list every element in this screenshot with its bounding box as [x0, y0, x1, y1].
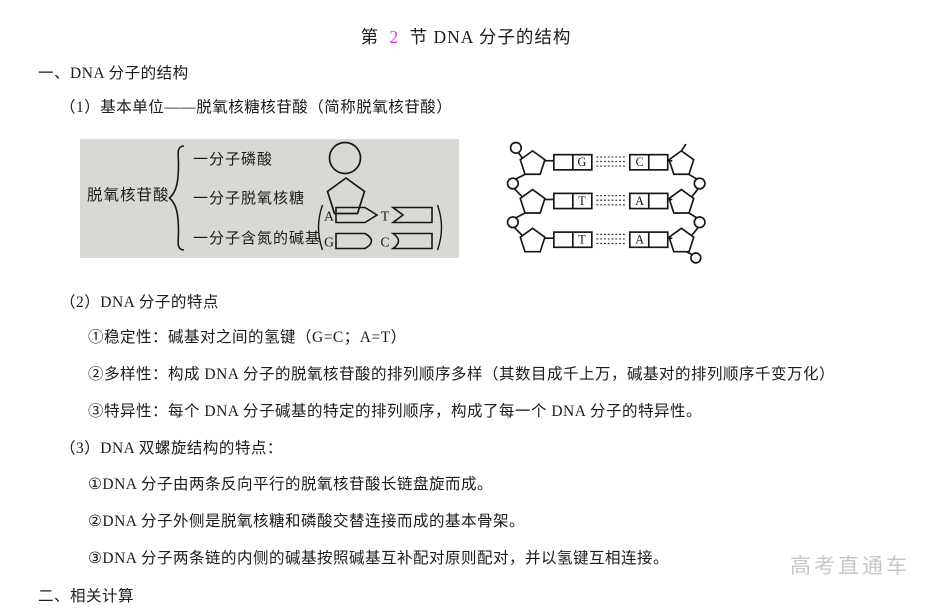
sugar-icon — [668, 188, 695, 214]
sugar-icon — [668, 227, 695, 253]
item3-point-3: ③DNA 分子两条链的内侧的碱基按照碱基互补配对原则配对，并以氢键互相连接。 — [88, 550, 669, 567]
nucleotide-composition-figure: 脱氧核苷酸 一分子磷酸 一分子脱氧核糖 一分子含氮的碱基 A T G C — [80, 139, 459, 258]
component-deoxyribose-label: 一分子脱氧核糖 — [193, 191, 306, 207]
component-base-label: 一分子含氮的碱基 — [193, 231, 322, 247]
ladder-base-letter: A — [635, 194, 644, 208]
watermark-gaokao-zhitongche: 高考直通车 — [790, 554, 910, 578]
item2-point-specificity: ③特异性：每个 DNA 分子碱基的特定的排列顺序，构成了每一个 DNA 分子的特… — [88, 403, 702, 420]
dna-ladder-figure: G C T A T A — [493, 141, 721, 264]
phosphate-icon — [506, 177, 520, 190]
sugar-icon — [519, 188, 546, 214]
component-phosphate-label: 一分子磷酸 — [193, 152, 274, 168]
sugar-icon — [668, 149, 695, 176]
section2-heading: 二、相关计算 — [38, 588, 135, 605]
base-letter-T: T — [381, 209, 390, 224]
base-letter-C: C — [380, 235, 389, 250]
sugar-icon — [519, 227, 546, 253]
phosphate-icon — [693, 216, 706, 229]
phosphate-icon — [690, 252, 702, 264]
nucleotide-label: 脱氧核苷酸 — [87, 187, 170, 204]
ladder-base-letter: T — [578, 233, 586, 247]
right-paren-icon — [436, 204, 443, 251]
phosphate-icon — [693, 177, 706, 190]
item2-point-stability: ①稳定性：碱基对之间的氢键（G=C；A=T） — [88, 329, 407, 346]
item3-point-1: ①DNA 分子由两条反向平行的脱氧核苷酸长链盘旋而成。 — [88, 476, 493, 493]
ladder-base-letter: G — [578, 155, 587, 169]
base-shape-arrow-icon — [335, 206, 379, 224]
phosphate-circle-icon — [328, 141, 362, 175]
ladder-base-letter: C — [636, 155, 644, 169]
ladder-base-letter: A — [635, 233, 644, 247]
base-letter-G: G — [324, 235, 334, 250]
base-shape-notch-icon — [390, 206, 433, 224]
curly-brace-icon — [168, 145, 185, 251]
item3-heading: （3）DNA 双螺旋结构的特点： — [60, 440, 283, 457]
base-shape-round-icon — [335, 232, 373, 250]
title-suffix: 节 DNA 分子的结构 — [409, 27, 572, 47]
item3-point-2: ②DNA 分子外侧是脱氧核糖和磷酸交替连接而成的基本骨架。 — [88, 513, 525, 530]
base-shape-round-notch-icon — [390, 232, 433, 250]
base-box — [628, 192, 669, 210]
deoxyribose-pentagon-icon — [326, 176, 366, 215]
sugar-icon — [519, 149, 546, 176]
phosphate-icon — [509, 141, 523, 154]
item2-point-diversity: ②多样性：构成 DNA 分子的脱氧核苷酸的排列顺序多样（其数目成千上万，碱基对的… — [88, 366, 835, 383]
page-title: 第 2 节 DNA 分子的结构 — [0, 24, 932, 49]
item2-heading: （2）DNA 分子的特点 — [60, 294, 219, 311]
base-pair-symbols: A T G C — [317, 204, 443, 251]
item1-heading: （1）基本单位——脱氧核糖核苷酸（简称脱氧核苷酸） — [60, 99, 453, 116]
title-prefix: 第 — [360, 27, 380, 47]
title-section-number: 2 — [389, 27, 400, 47]
base-letter-A: A — [324, 209, 334, 224]
section1-heading: 一、DNA 分子的结构 — [38, 65, 189, 82]
left-paren-icon — [317, 204, 324, 251]
ladder-base-letter: T — [578, 194, 586, 208]
phosphate-icon — [506, 216, 520, 229]
hydrogen-bonds-icon — [596, 156, 626, 245]
base-box — [553, 192, 593, 210]
dna-ladder-svg: G C T A T A — [506, 141, 706, 264]
